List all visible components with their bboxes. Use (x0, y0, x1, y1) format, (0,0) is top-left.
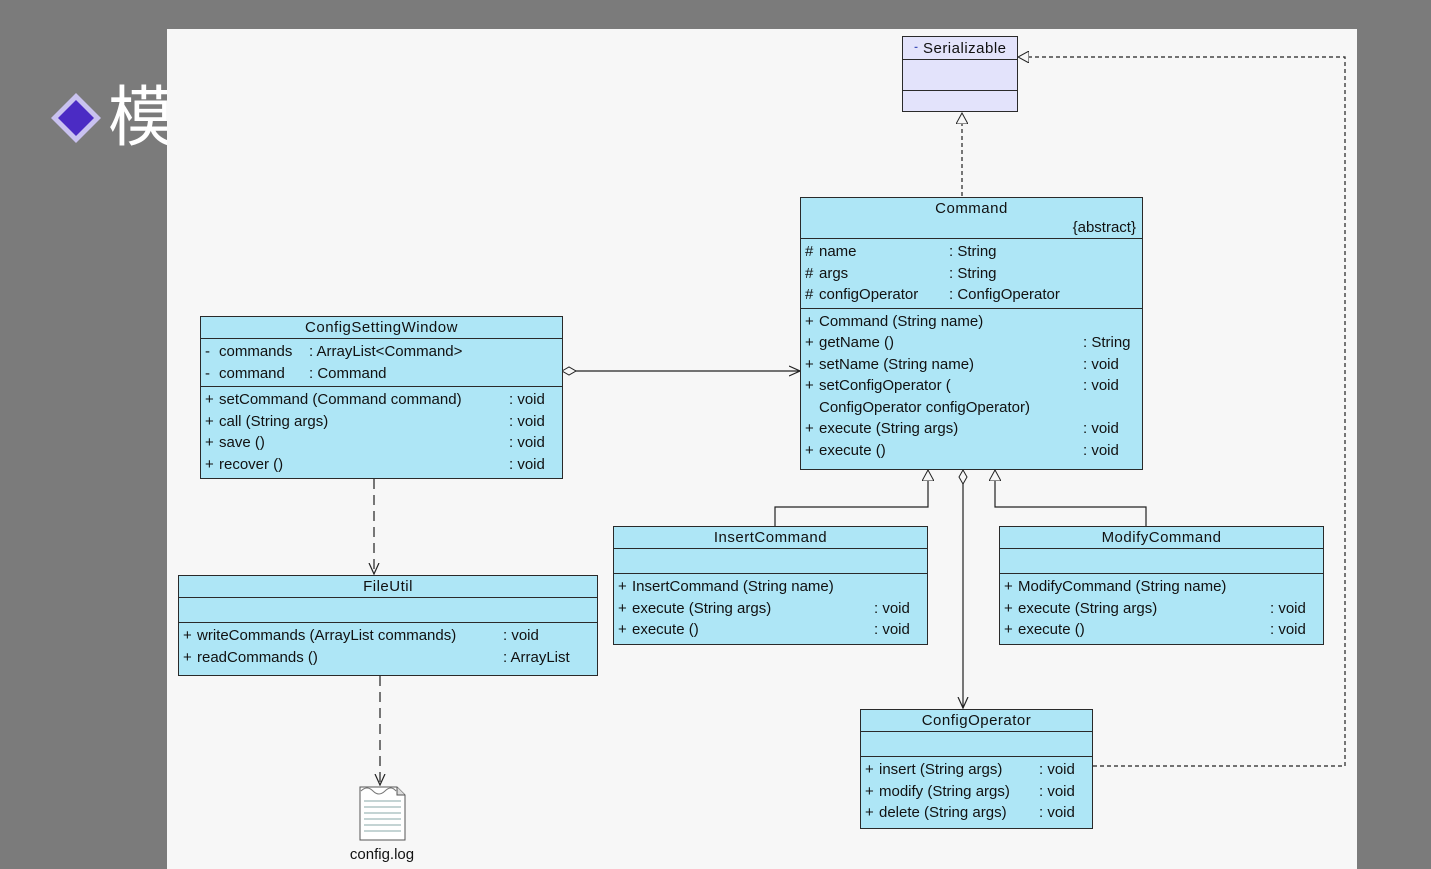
uml-class-diagram: ⁃ Serializable Command {abstract} #name:… (167, 29, 1357, 869)
operation-row: +save (): void (205, 434, 545, 451)
generalization-insertcommand (774, 470, 928, 526)
operation-compartment: +insert (String args): void +modify (Str… (861, 757, 1092, 826)
class-name: Serializable (922, 39, 1007, 57)
class-serializable[interactable]: ⁃ Serializable (902, 36, 1018, 112)
stereotype-label: {abstract} (801, 219, 1142, 239)
attribute-compartment: -commands: ArrayList<Command> -command: … (201, 339, 562, 387)
attribute-row: -command: Command (205, 364, 387, 382)
interface-icon: ⁃ (913, 42, 919, 54)
operation-row: +Command (String name) (805, 312, 984, 330)
operation-row: +delete (String args): void (865, 804, 1075, 821)
class-modifycommand[interactable]: ModifyCommand +ModifyCommand (String nam… (999, 526, 1324, 645)
operation-compartment: +InsertCommand (String name) +execute (S… (614, 574, 927, 643)
operation-row: +ModifyCommand (String name) (1004, 578, 1227, 595)
operation-row: +setConfigOperator (: void (805, 377, 1119, 394)
operation-row: +execute (String args): void (618, 599, 910, 617)
operation-compartment: +setCommand (Command command): void +cal… (201, 387, 562, 477)
attribute-compartment (861, 732, 1092, 757)
relationship-lines (359, 29, 1346, 841)
artifact-label: config.log (349, 846, 415, 863)
attribute-compartment: #name: String #args: String #configOpera… (801, 239, 1142, 309)
attribute-row: #name: String (805, 243, 997, 260)
operation-row: +execute (String args): void (805, 420, 1119, 437)
attribute-compartment (179, 598, 597, 623)
operation-row: +execute (): void (1004, 621, 1306, 638)
attribute-row: -commands: ArrayList<Command> (205, 343, 463, 360)
realization-configoperator-serializable (1018, 57, 1346, 767)
class-name: ConfigOperator (861, 710, 1092, 732)
operation-row: +insert (String args): void (865, 761, 1075, 778)
operation-row: +InsertCommand (String name) (618, 578, 834, 595)
operation-row: +modify (String args): void (865, 782, 1075, 800)
attribute-compartment (1000, 549, 1323, 574)
class-name: ModifyCommand (1000, 527, 1323, 549)
operation-compartment: +writeCommands (ArrayList commands): voi… (179, 623, 597, 670)
attribute-row: #args: String (805, 264, 997, 282)
class-insertcommand[interactable]: InsertCommand +InsertCommand (String nam… (613, 526, 928, 645)
operation-row: +getName (): String (805, 334, 1131, 351)
attribute-compartment (614, 549, 927, 574)
diamond-bullet-icon (51, 93, 101, 143)
class-name: InsertCommand (614, 527, 927, 549)
operation-row: +recover (): void (205, 455, 545, 473)
class-name: Command (935, 200, 1008, 217)
operation-row: +execute (): void (618, 621, 910, 638)
operation-row: ConfigOperator configOperator) (819, 398, 1030, 416)
operation-row: +execute (String args): void (1004, 599, 1306, 617)
class-configoperator[interactable]: ConfigOperator +insert (String args): vo… (860, 709, 1093, 829)
operation-compartment: +ModifyCommand (String name) +execute (S… (1000, 574, 1323, 643)
operation-row: +setName (String name): void (805, 355, 1119, 373)
operation-compartment: +Command (String name) +getName (): Stri… (801, 309, 1142, 464)
class-command[interactable]: Command {abstract} #name: String #args: … (800, 197, 1143, 470)
class-configsettingwindow[interactable]: ConfigSettingWindow -commands: ArrayList… (200, 316, 563, 479)
class-fileutil[interactable]: FileUtil +writeCommands (ArrayList comma… (178, 575, 598, 676)
operation-row: +execute (): void (805, 441, 1119, 459)
class-name: FileUtil (179, 576, 597, 598)
attribute-row: #configOperator: ConfigOperator (805, 286, 1060, 303)
class-name: ConfigSettingWindow (201, 317, 562, 339)
generalization-modifycommand (995, 470, 1147, 526)
operation-row: +writeCommands (ArrayList commands): voi… (183, 627, 539, 644)
operation-row: +call (String args): void (205, 412, 545, 430)
operation-row: +setCommand (Command command): void (205, 391, 545, 408)
operation-row: +readCommands (): ArrayList (183, 648, 570, 666)
document-icon (359, 786, 406, 841)
slide-title: 模 (108, 79, 174, 156)
